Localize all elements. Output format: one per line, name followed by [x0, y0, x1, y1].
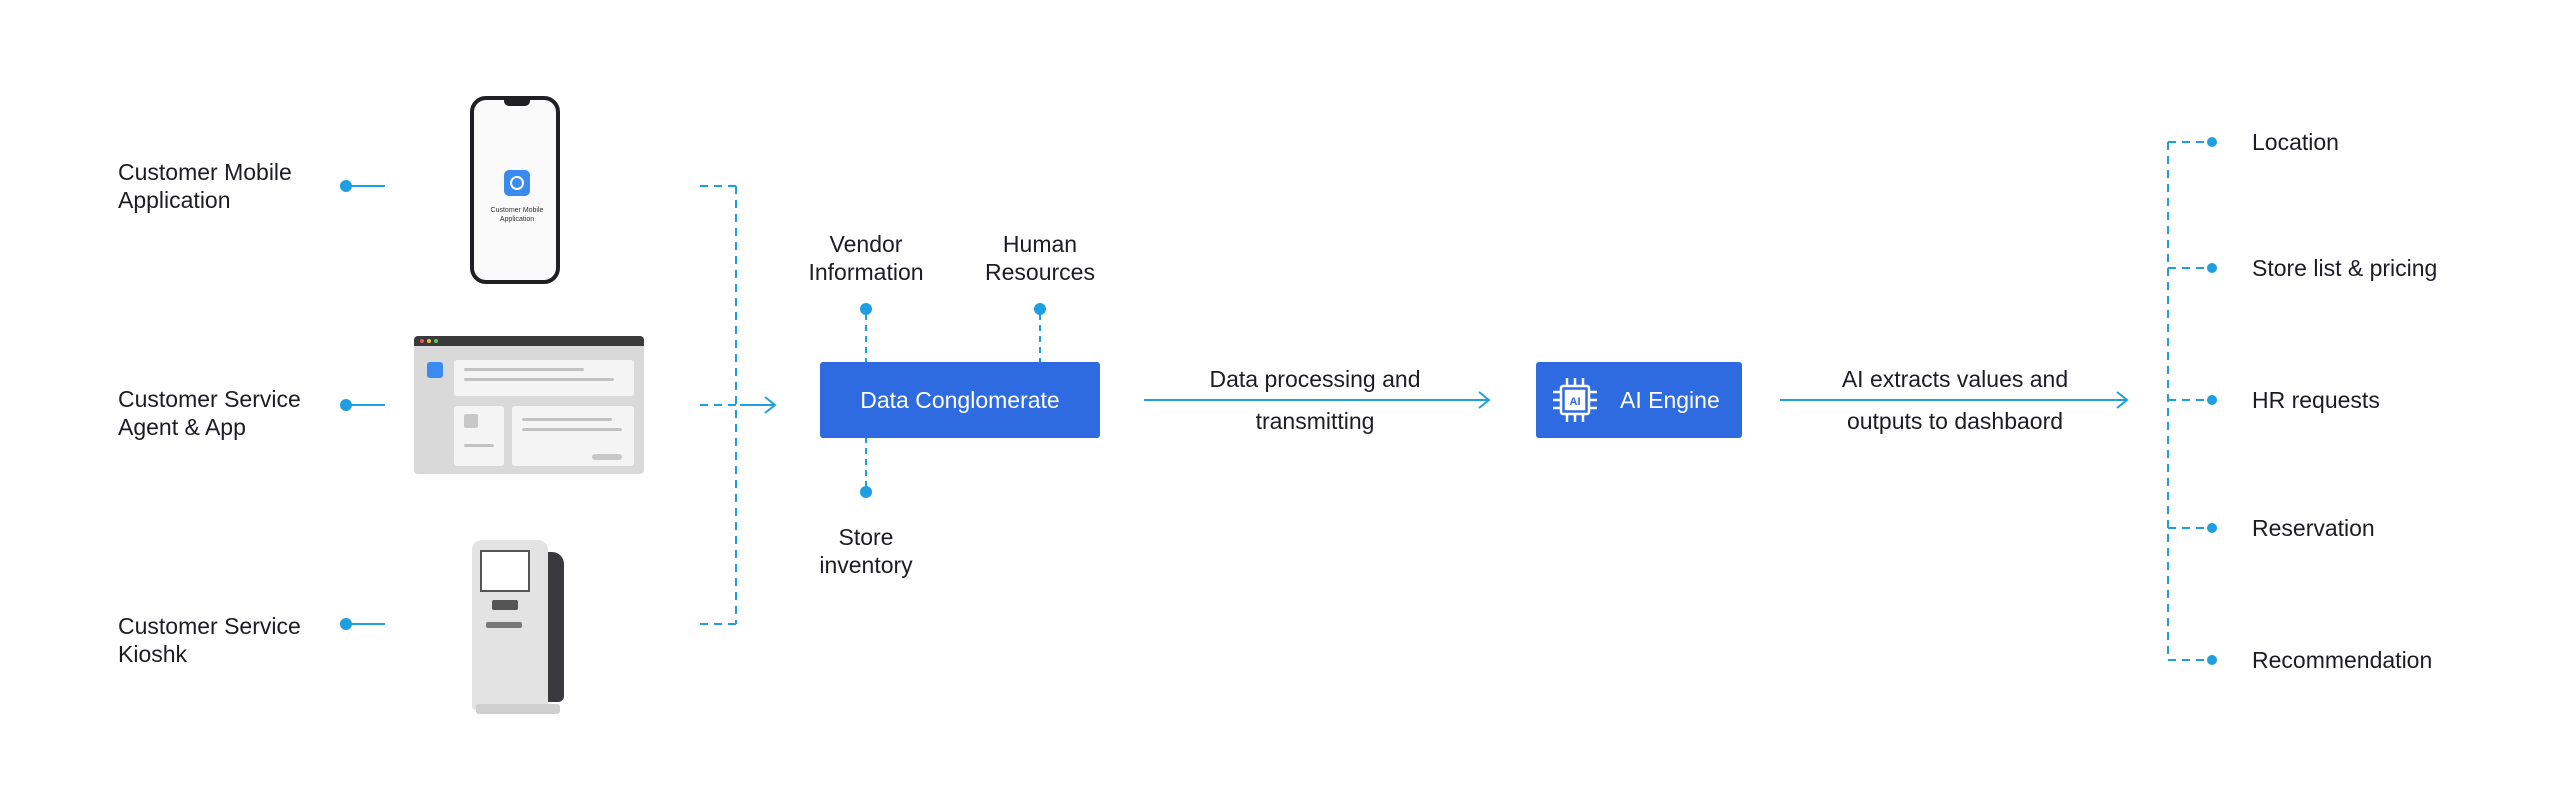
source-bracket	[700, 185, 740, 625]
output-dot-reservation	[2207, 523, 2217, 533]
vendor-label-line1: Vendor	[829, 231, 903, 257]
placeholder-line	[464, 368, 584, 371]
source-label-mobile-line1: Customer Mobile	[118, 159, 292, 185]
mobile-phone-illustration: Customer Mobile Application	[470, 96, 560, 284]
data-conglomerate-label: Data Conglomerate	[860, 386, 1060, 413]
extract-label-line1: AI extracts values and	[1841, 366, 2069, 392]
source-label-agent-line1: Customer Service	[118, 386, 301, 412]
image-placeholder-icon	[464, 414, 478, 428]
output-location: Location	[2252, 129, 2339, 155]
processing-label-line2: transmitting	[1255, 408, 1375, 434]
output-dot-hr	[2207, 395, 2217, 405]
source-label-agent: Customer Service Agent & App	[118, 385, 348, 441]
kiosk-card-slot	[492, 600, 518, 610]
output-recommendation: Recommendation	[2252, 647, 2433, 673]
source-label-agent-line2: Agent & App	[118, 414, 246, 440]
processing-label: Data processing and transmitting	[1160, 358, 1470, 442]
placeholder-line	[522, 428, 622, 431]
arrow-head-into-conglomerate	[764, 396, 777, 414]
support-app-icon	[504, 170, 530, 196]
source-label-mobile: Customer Mobile Application	[118, 158, 348, 214]
store-inventory-label: Store inventory	[766, 523, 966, 579]
ai-engine-label: AI Engine	[1620, 386, 1720, 413]
phone-notch	[504, 99, 530, 106]
hr-label-line2: Resources	[985, 259, 1095, 285]
window-dot-icon	[427, 339, 431, 343]
browser-panel	[454, 406, 504, 466]
browser-title-bar	[414, 336, 644, 346]
button-placeholder	[592, 454, 622, 460]
output-store-list-pricing: Store list & pricing	[2252, 255, 2438, 281]
source-label-kiosk: Customer Service Kioshk	[118, 612, 348, 668]
source-dot-kiosk	[340, 618, 352, 630]
processing-label-line1: Data processing and	[1209, 366, 1421, 392]
kiosk-receipt-slot	[486, 622, 522, 628]
extract-label-line2: outputs to dashbaord	[1846, 408, 2064, 434]
agent-app-browser-illustration	[414, 336, 644, 474]
vendor-label-line2: Information	[808, 259, 924, 285]
vendor-information-label: Vendor Information	[766, 230, 966, 286]
hr-label-line1: Human	[1002, 231, 1078, 257]
source-label-kiosk-line1: Customer Service	[118, 613, 301, 639]
window-dot-icon	[420, 339, 424, 343]
vendor-dot	[860, 303, 872, 315]
placeholder-line	[522, 418, 612, 421]
phone-app-caption: Customer Mobile Application	[490, 207, 544, 223]
placeholder-line	[464, 378, 614, 381]
source-label-mobile-line2: Application	[118, 187, 231, 213]
store-dot	[860, 486, 872, 498]
output-dot-recommendation	[2207, 655, 2217, 665]
store-label-line2: inventory	[819, 552, 913, 578]
ai-engine-box: AI AI Engine	[1536, 362, 1742, 438]
human-resources-label: Human Resources	[940, 230, 1140, 286]
store-label-line1: Store	[838, 524, 894, 550]
data-conglomerate-box: Data Conglomerate	[820, 362, 1100, 438]
window-dot-icon	[434, 339, 438, 343]
source-dot-mobile	[340, 180, 352, 192]
kiosk-screen	[480, 550, 530, 592]
output-bracket	[2167, 141, 2210, 661]
output-reservation: Reservation	[2252, 515, 2375, 541]
kiosk-base	[476, 704, 560, 714]
placeholder-line	[464, 444, 494, 447]
extract-label: AI extracts values and outputs to dashba…	[1790, 358, 2120, 442]
output-hr-requests: HR requests	[2252, 387, 2380, 413]
ai-chip-icon: AI	[1553, 378, 1597, 422]
support-app-icon	[427, 362, 443, 378]
output-dot-store-list	[2207, 263, 2217, 273]
source-dot-agent	[340, 399, 352, 411]
ai-chip-text: AI	[1570, 396, 1581, 408]
hr-dot	[1034, 303, 1046, 315]
source-label-kiosk-line2: Kioshk	[118, 641, 188, 667]
output-dot-location	[2207, 137, 2217, 147]
